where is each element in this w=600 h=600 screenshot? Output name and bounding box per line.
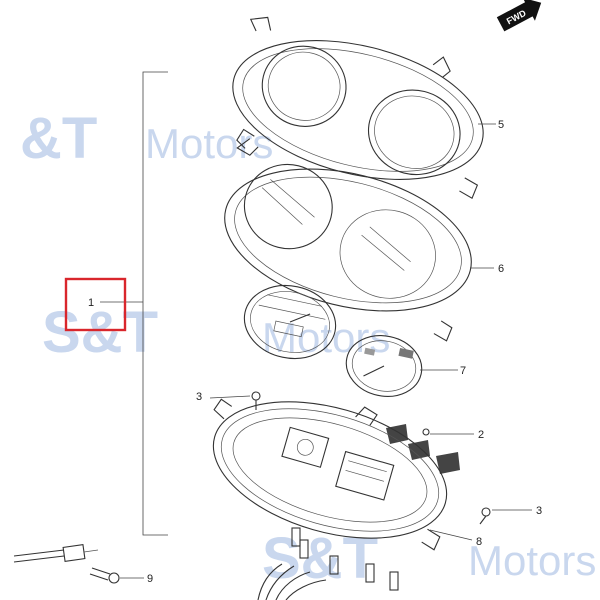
leader-3-left: [209, 395, 251, 399]
highlight-box: [64, 277, 127, 332]
part-3-screw-right: [479, 507, 491, 525]
callout-part-2: 2: [478, 429, 484, 441]
watermark-middle: S&T Motors: [42, 300, 390, 365]
part-6-lens: [224, 128, 472, 342]
callout-part-9: 9: [147, 573, 153, 585]
part-2-indicator-bulbs: [386, 424, 460, 474]
watermark-top: &T Motors: [20, 106, 273, 171]
watermark-motors-top: Motors: [145, 120, 273, 167]
assembly-bracket: [142, 71, 168, 536]
part-3-screw-left: [251, 391, 261, 410]
callout-part-3-right: 3: [536, 505, 542, 517]
watermark-brand-top: &T: [20, 106, 97, 171]
part-9-screw: [89, 567, 120, 584]
bulb-sockets: [291, 527, 399, 591]
watermark-motors-bottom: Motors: [468, 537, 596, 584]
watermark-bottom: S&T Motors: [262, 526, 596, 591]
leader-8: [429, 529, 473, 541]
part-5-outer-cover: [232, 16, 484, 200]
callout-part-8: 8: [476, 536, 482, 548]
callout-assembly: 1: [88, 297, 94, 309]
callout-part-3-left: 3: [196, 391, 202, 403]
watermark-brand-middle: S&T: [42, 300, 158, 365]
part-7-dial-faces: [243, 284, 423, 397]
callout-part-7: 7: [460, 365, 466, 377]
callout-part-6: 6: [498, 263, 504, 275]
callout-part-5: 5: [498, 119, 504, 131]
watermark-brand-bottom: S&T: [262, 526, 378, 591]
speedometer-cable: [13, 544, 99, 563]
part-8-meter-housing: [212, 398, 448, 551]
fwd-arrow-icon: FWD: [496, 0, 542, 32]
wire-harness: [257, 563, 327, 600]
